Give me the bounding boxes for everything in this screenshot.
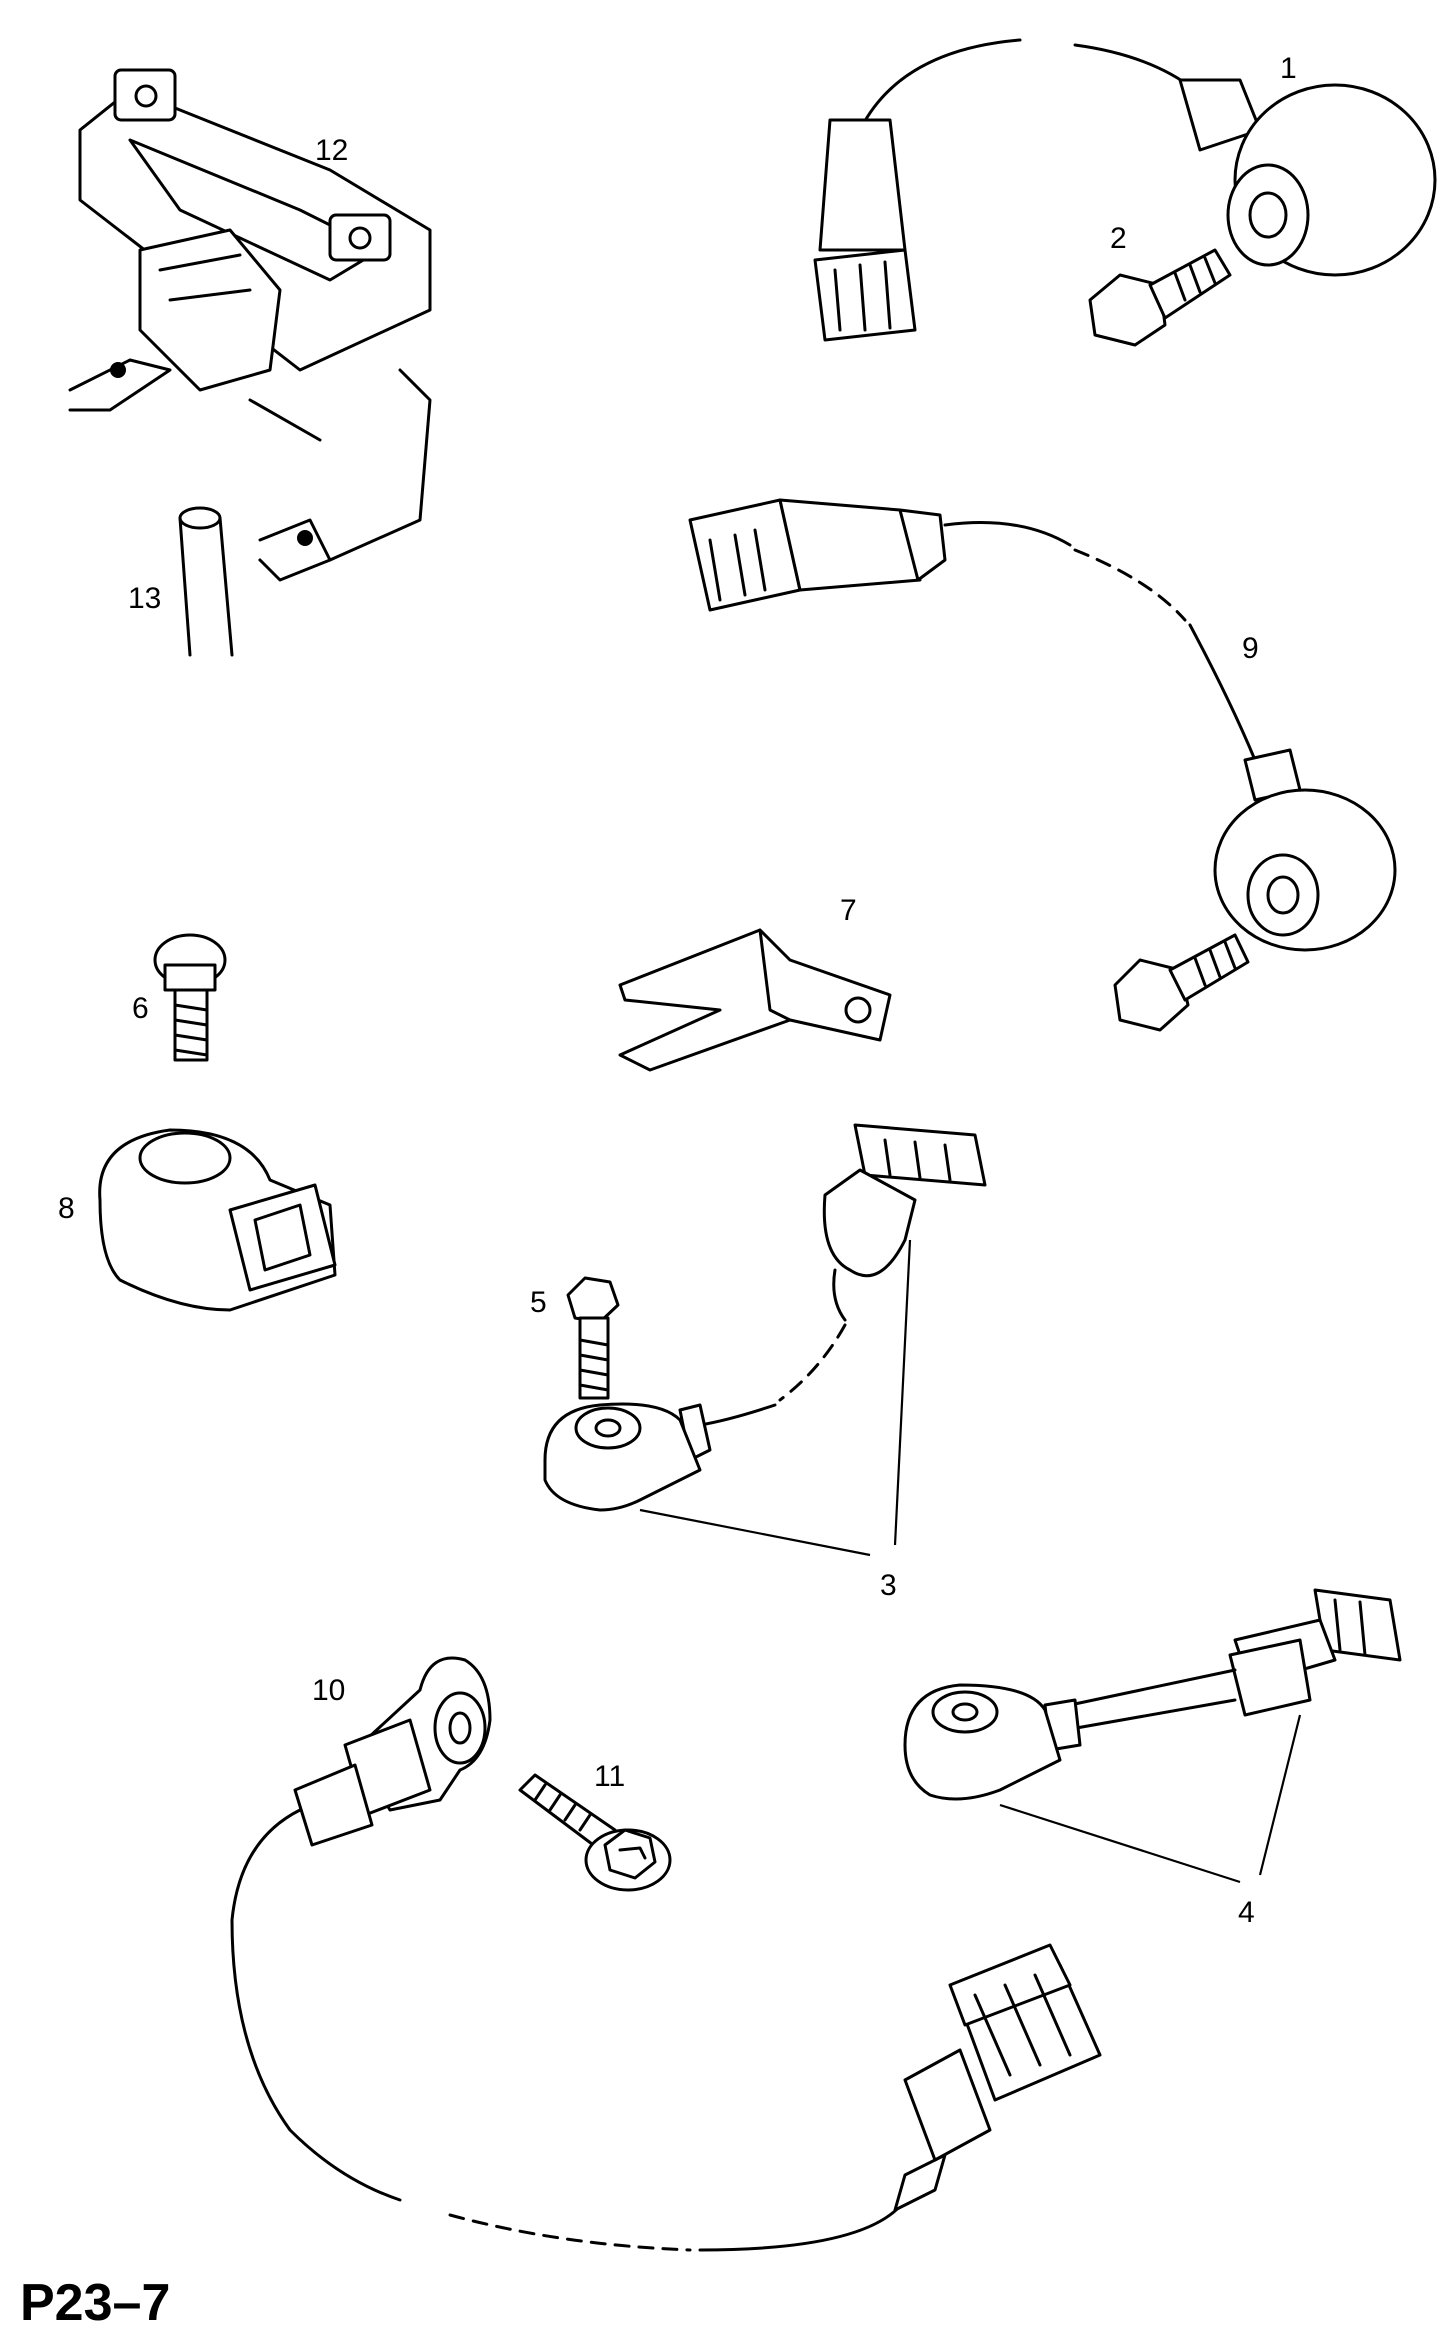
label-6: 6 [132,992,149,1025]
label-10: 10 [312,1674,345,1707]
part-12-ignition-module [68,68,432,582]
part-1-knock-sensor [813,38,1437,342]
part-10-knock-sensor [230,1656,1102,2252]
label-1: 1 [1280,52,1297,85]
part-6-bolt [153,933,227,1062]
page-code: P23–7 [20,2274,170,2332]
label-8: 8 [58,1192,75,1225]
part-2-bolt [1088,248,1232,347]
part-7-bracket [618,928,892,1072]
label-13: 13 [128,582,161,615]
label-3: 3 [880,1569,897,1602]
bolt-near-9 [1113,933,1250,1032]
label-11: 11 [594,1760,625,1793]
label-7: 7 [840,894,857,927]
part-8-knock-sensor [98,1128,337,1312]
part-5-bolt [566,1276,620,1400]
label-9: 9 [1242,632,1259,665]
part-4-knock-sensor [903,1588,1402,1884]
label-4: 4 [1238,1896,1255,1929]
label-2: 2 [1110,222,1127,255]
part-13-hose [178,506,234,657]
part-3-knock-sensor [543,1123,987,1557]
part-11-bolt [518,1773,672,1892]
part-9-knock-sensor [688,498,1397,952]
label-12: 12 [315,134,348,167]
label-5: 5 [530,1286,547,1319]
